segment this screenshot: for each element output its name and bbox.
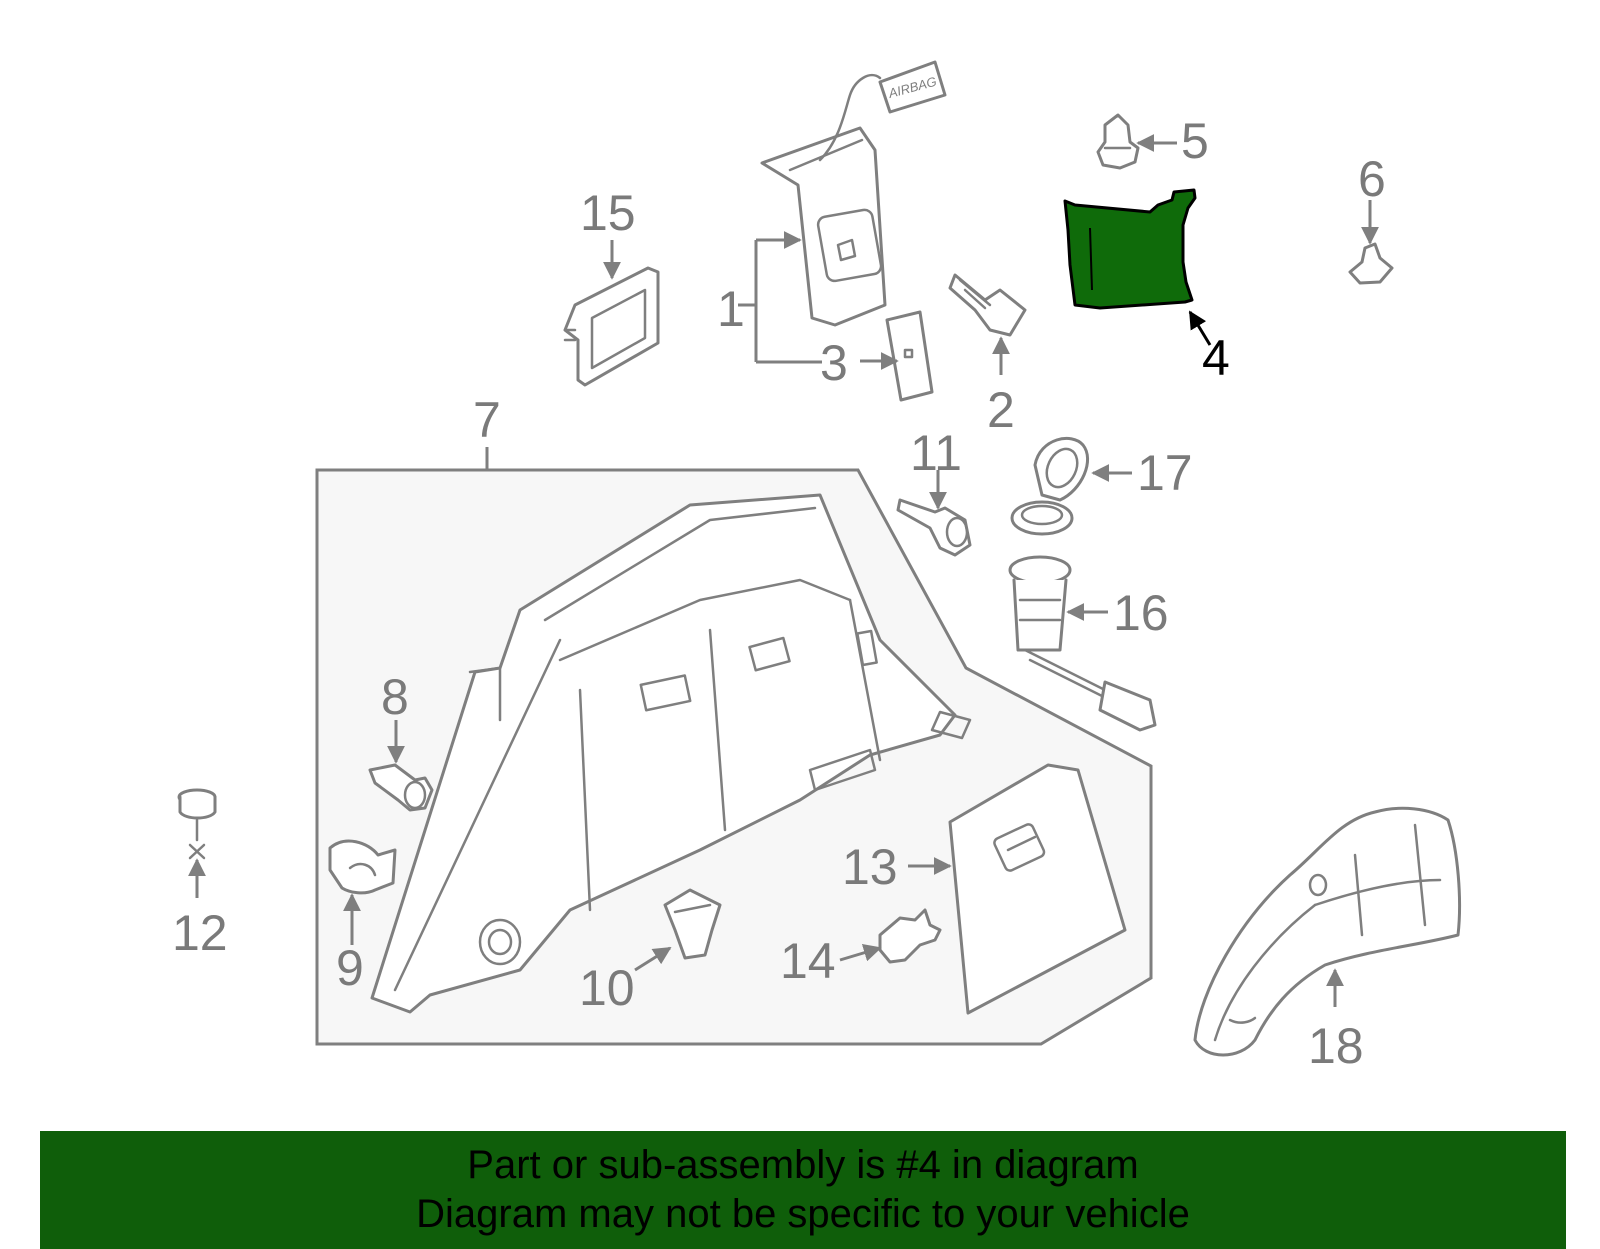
part-13-cover bbox=[948, 763, 1127, 1015]
callout-15: 15 bbox=[580, 185, 636, 241]
part-3-pad bbox=[885, 310, 934, 402]
callout-7: 7 bbox=[473, 392, 501, 448]
callout-14: 14 bbox=[780, 933, 836, 989]
banner-line-2: Diagram may not be specific to your vehi… bbox=[416, 1192, 1190, 1236]
part-2-screw bbox=[948, 273, 1027, 337]
part-5-clip bbox=[1096, 113, 1140, 170]
part-11-screw bbox=[896, 498, 972, 557]
callout-10: 10 bbox=[579, 960, 635, 1016]
quarter-trim-panel bbox=[370, 493, 972, 1014]
callout-2: 2 bbox=[987, 382, 1015, 438]
part-1-pillar-trim: AIRBAG bbox=[760, 60, 947, 327]
banner-line-1: Part or sub-assembly is #4 in diagram bbox=[467, 1143, 1139, 1187]
part-12-pin bbox=[177, 788, 217, 860]
callout-4: 4 bbox=[1202, 330, 1230, 386]
part-15-panel bbox=[563, 266, 660, 387]
part-6-clip bbox=[1348, 242, 1394, 285]
part-18-liner bbox=[1193, 806, 1462, 1057]
part-17-cap bbox=[1010, 436, 1089, 536]
callout-16: 16 bbox=[1113, 585, 1169, 641]
callout-18: 18 bbox=[1308, 1018, 1364, 1074]
part-10-clip bbox=[663, 888, 722, 960]
callout-3: 3 bbox=[820, 335, 848, 391]
callout-9: 9 bbox=[336, 940, 364, 996]
callout-5: 5 bbox=[1181, 113, 1209, 169]
part-8-clip bbox=[368, 763, 434, 812]
callout-12: 12 bbox=[172, 905, 228, 961]
info-banner: Part or sub-assembly is #4 in diagram Di… bbox=[40, 1131, 1566, 1249]
part-14-clip bbox=[878, 908, 942, 964]
callout-8: 8 bbox=[381, 669, 409, 725]
callout-11: 11 bbox=[910, 425, 962, 481]
callout-13: 13 bbox=[842, 839, 898, 895]
callout-1: 1 bbox=[717, 281, 745, 337]
callout-6: 6 bbox=[1358, 151, 1386, 207]
callout-17: 17 bbox=[1137, 445, 1193, 501]
part-9-clip bbox=[328, 839, 397, 895]
part-4-highlighted bbox=[1063, 188, 1197, 310]
part-16-socket bbox=[1008, 555, 1157, 732]
